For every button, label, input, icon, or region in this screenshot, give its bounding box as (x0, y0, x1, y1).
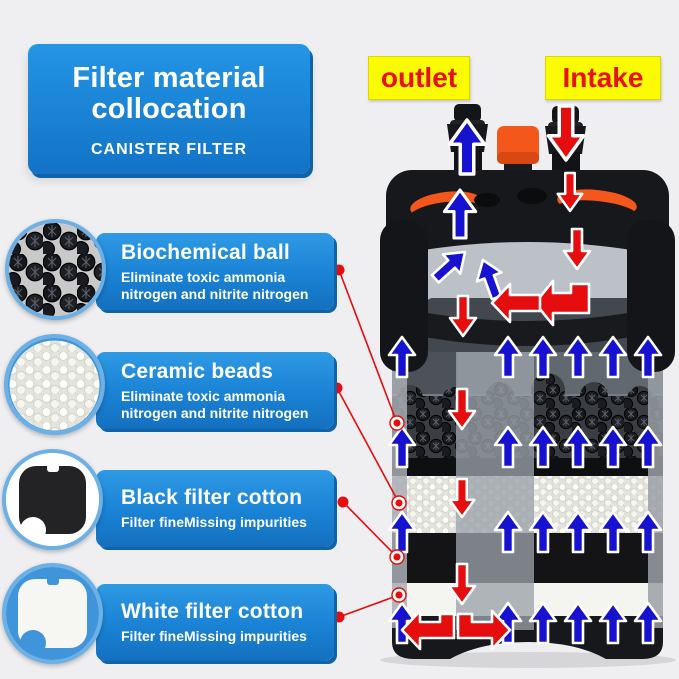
material-description: Filter fineMissing impurities (121, 514, 307, 531)
black-cotton-photo (6, 453, 99, 546)
bent-left-arrow-icon (533, 279, 591, 327)
outlet-label: outlet (368, 56, 470, 100)
priming-button (497, 126, 539, 184)
callout-target-dots (389, 415, 407, 603)
material-label-white-filter-cotton: White filter cotton Filter fineMissing i… (96, 584, 334, 661)
material-thumb-ceramic-beads (4, 334, 105, 435)
canister-body-cutaway (392, 330, 663, 659)
material-name: Ceramic beads (121, 360, 274, 384)
material-description: Filter fineMissing impurities (121, 628, 307, 645)
material-name: Black filter cotton (121, 486, 303, 510)
material-description: Eliminate toxic ammonia nitrogen and nit… (121, 269, 309, 302)
intake-label: Intake (545, 56, 661, 100)
page-title: Filter material collocation (72, 62, 266, 126)
bent-right-arrow-icon (456, 609, 512, 651)
material-thumb-biochemical-ball (5, 219, 106, 320)
cut-plane-band (456, 334, 534, 630)
material-name: Biochemical ball (121, 241, 290, 265)
left-arrow-icon (490, 282, 542, 324)
material-thumb-white-filter-cotton (2, 563, 103, 664)
callout-leader-lines (336, 269, 400, 618)
white-cotton-photo (6, 567, 99, 660)
bent-left-arrow-icon (400, 609, 456, 651)
bio-ball-photo (9, 223, 102, 316)
ceramic-beads-photo (8, 338, 101, 431)
material-label-black-filter-cotton: Black filter cotton Filter fineMissing i… (96, 470, 334, 547)
material-description: Eliminate toxic ammonia nitrogen and nit… (121, 388, 309, 421)
right-clamp-handle (627, 220, 675, 372)
material-thumb-black-filter-cotton (2, 449, 103, 550)
dirty-water-flow-arrows (400, 104, 592, 651)
material-label-biochemical-ball: Biochemical ball Eliminate toxic ammonia… (96, 233, 334, 310)
page-subtitle: CANISTER FILTER (90, 140, 248, 158)
callout-source-dots (331, 264, 349, 623)
head-lower-band (390, 306, 665, 346)
title-card: Filter material collocation CANISTER FIL… (28, 44, 310, 174)
left-clamp-handle (380, 220, 428, 372)
material-name: White filter cotton (121, 600, 304, 624)
material-label-ceramic-beads: Ceramic beads Eliminate toxic ammonia ni… (96, 352, 334, 429)
